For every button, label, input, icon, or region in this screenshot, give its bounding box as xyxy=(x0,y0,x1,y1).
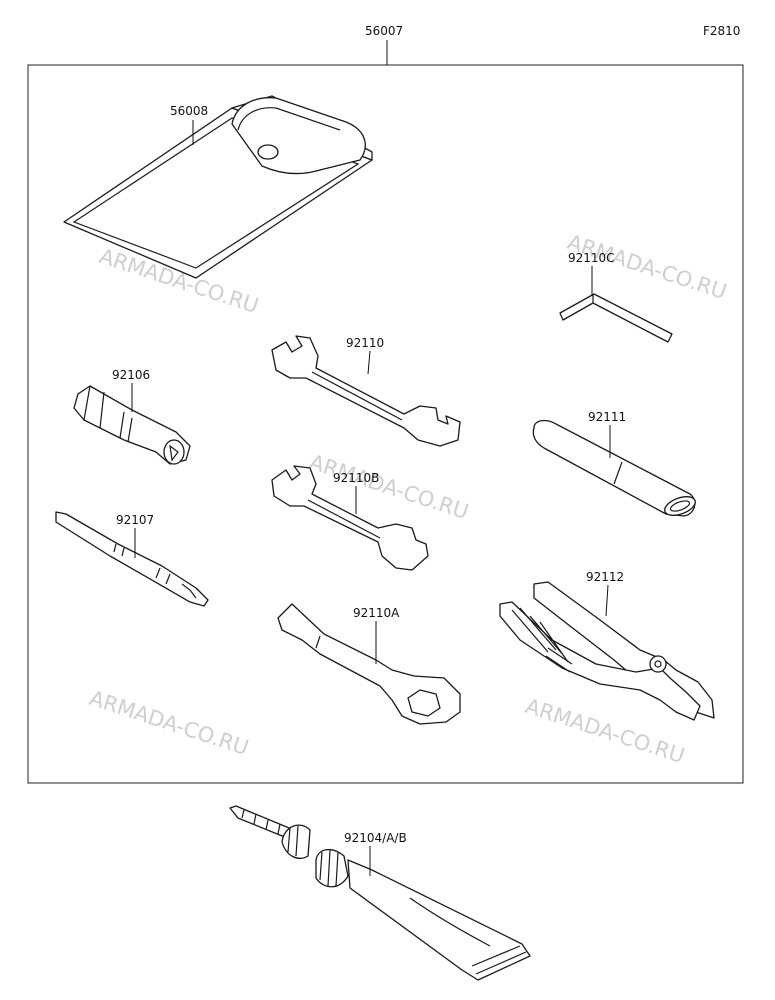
label-wrench-17: 92110 xyxy=(346,336,384,350)
hex-key xyxy=(559,293,673,343)
socket-driver xyxy=(73,385,191,465)
tool-pouch xyxy=(63,95,373,279)
open-end-wrench-17 xyxy=(271,335,461,447)
label-socket-driver: 92106 xyxy=(112,368,150,382)
label-extension-bar: 92111 xyxy=(588,410,626,424)
label-hex-key: 92110C xyxy=(568,251,615,265)
tool-kit-frame xyxy=(27,64,744,784)
repair-tube xyxy=(229,805,531,981)
leader-wrench-17 xyxy=(367,350,371,375)
watermark-4: ARMADA-CO.RU xyxy=(86,686,251,760)
label-repair-tube: 92104/A/B xyxy=(344,831,407,845)
label-pouch: 56008 xyxy=(170,104,208,118)
watermark-2: ARMADA-CO.RU xyxy=(564,230,729,304)
label-wrench-small: 92110B xyxy=(333,471,379,485)
extension-bar xyxy=(532,419,696,517)
open-end-wrench-small xyxy=(271,465,429,571)
watermark-5: ARMADA-CO.RU xyxy=(522,694,687,768)
set-label: 56007 xyxy=(365,24,403,38)
label-screwdriver: 92107 xyxy=(116,513,154,527)
label-ring-spanner: 92110A xyxy=(353,606,400,620)
double-screwdriver xyxy=(55,511,209,607)
label-pliers: 92112 xyxy=(586,570,624,584)
diagram-code: F2810 xyxy=(703,24,740,38)
ring-spanner xyxy=(277,603,461,725)
leader-pliers xyxy=(605,584,609,617)
slip-joint-pliers xyxy=(499,581,715,721)
